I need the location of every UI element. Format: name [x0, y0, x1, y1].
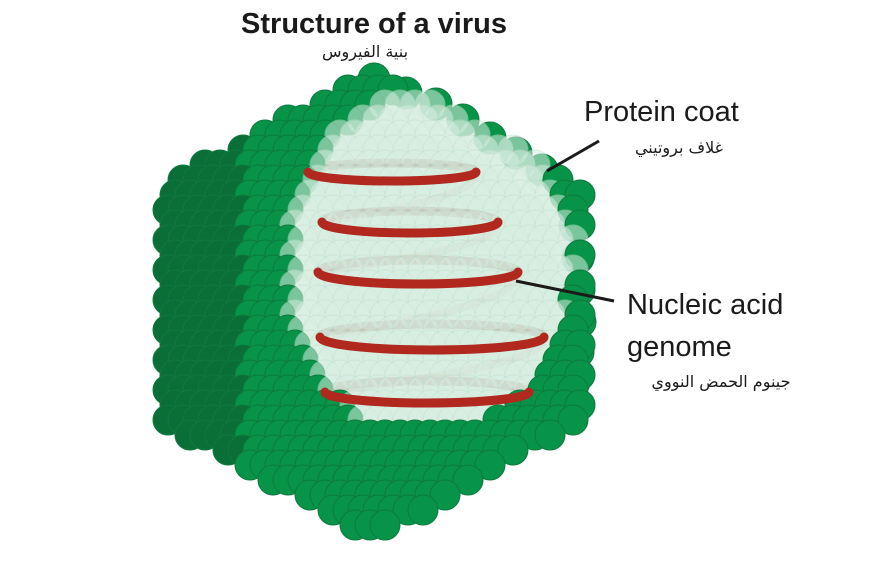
genome-label-line1: Nucleic acid [627, 289, 784, 321]
protein-coat-label-arabic: غلاف بروتيني [634, 138, 724, 157]
genome-coil-front [317, 217, 503, 238]
nucleic-acid-coil-front [303, 167, 549, 408]
genome-coil-front [315, 332, 549, 355]
genome-pointer [515, 279, 615, 303]
genome-label-arabic: جينوم الحمض النووي [651, 372, 791, 391]
genome-coil-front [303, 167, 481, 186]
genome-coil-front [320, 387, 534, 408]
genome-coil-front [313, 267, 523, 289]
protein-coat-label: Protein coat [584, 96, 739, 128]
capsomere [497, 434, 529, 466]
diagram-title-arabic: بنية الفيروس [321, 42, 409, 61]
diagram-title: Structure of a virus [241, 8, 507, 40]
genome-label: Nucleic acid genome [627, 284, 783, 368]
capsomere [369, 509, 401, 541]
protein-coat-pointer [546, 139, 600, 173]
capsomere [474, 449, 506, 481]
capsomere [429, 479, 461, 511]
capsomere [534, 419, 566, 451]
genome-label-line2: genome [627, 331, 732, 363]
capsomere [452, 464, 484, 496]
capsomere [557, 404, 589, 436]
capsomere [407, 494, 439, 526]
